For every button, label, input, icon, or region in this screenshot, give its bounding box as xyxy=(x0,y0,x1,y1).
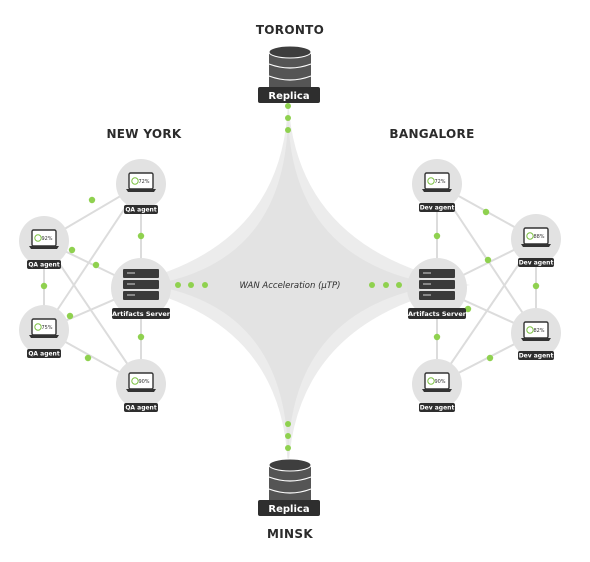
agent-label: QA agent xyxy=(28,351,60,358)
agent-label: QA agent xyxy=(125,207,157,214)
city-label-bangalore: BANGALORE xyxy=(389,127,474,141)
artifacts-server-new-york: Artifacts Server xyxy=(111,258,171,319)
replica-minsk: Replica xyxy=(258,458,320,516)
agent-label: QA agent xyxy=(125,405,157,412)
city-label-new-york: NEW YORK xyxy=(106,127,181,141)
artifacts-server-bangalore: Artifacts Server xyxy=(407,258,467,319)
qa-agent-node: 92% QA agent xyxy=(19,216,69,269)
agent-label: Dev agent xyxy=(519,353,554,360)
replica-label: Replica xyxy=(268,91,309,102)
agent-percent: 82% xyxy=(533,328,544,334)
replica-label: Replica xyxy=(268,504,309,515)
agent-percent: 75% xyxy=(41,325,52,331)
agent-percent: 72% xyxy=(434,179,445,185)
dev-agent-node: 90% Dev agent xyxy=(412,359,462,412)
agent-label: Dev agent xyxy=(519,260,554,267)
qa-agent-node: 72% QA agent xyxy=(116,159,166,214)
progress-ring-icon xyxy=(131,177,139,185)
progress-ring-icon xyxy=(34,323,42,331)
city-label-minsk: MINSK xyxy=(267,527,313,541)
wan-link-core xyxy=(150,110,440,462)
agent-label: QA agent xyxy=(28,262,60,269)
agent-percent: 88% xyxy=(533,234,544,240)
server-label: Artifacts Server xyxy=(112,310,171,318)
server-label: Artifacts Server xyxy=(408,310,467,318)
agent-label: Dev agent xyxy=(420,405,455,412)
dev-agent-node: 72% Dev agent xyxy=(412,159,462,212)
progress-ring-icon xyxy=(526,326,534,334)
progress-ring-icon xyxy=(427,377,435,385)
qa-agent-node: 90% QA agent xyxy=(116,359,166,412)
progress-ring-icon xyxy=(34,234,42,242)
replica-toronto: Replica xyxy=(258,45,320,103)
agent-percent: 92% xyxy=(41,236,52,242)
agent-percent: 72% xyxy=(138,179,149,185)
dev-agent-node: 88% Dev agent xyxy=(511,214,561,267)
progress-ring-icon xyxy=(526,232,534,240)
agent-label: Dev agent xyxy=(420,205,455,212)
progress-ring-icon xyxy=(427,177,435,185)
agent-percent: 90% xyxy=(138,379,149,385)
dev-agent-node: 82% Dev agent xyxy=(511,308,561,360)
qa-agent-node: 75% QA agent xyxy=(19,305,69,358)
wan-label: WAN Acceleration (μTP) xyxy=(240,281,341,291)
agent-percent: 90% xyxy=(434,379,445,385)
link-dots xyxy=(40,103,540,451)
city-label-toronto: TORONTO xyxy=(256,23,324,37)
progress-ring-icon xyxy=(131,377,139,385)
